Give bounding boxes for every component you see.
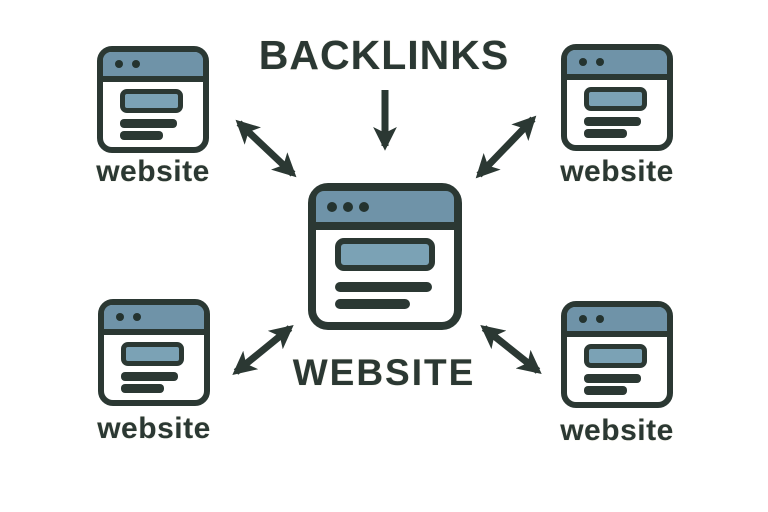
window-dot-icon — [596, 315, 604, 323]
satellite-label-top-right: website — [560, 155, 674, 188]
satellite-browser-window-icon-bottom-right — [561, 301, 673, 408]
window-dot-icon — [327, 201, 337, 212]
text-line — [584, 374, 641, 383]
satellite-label-bottom-right: website — [560, 414, 674, 447]
browser-titlebar — [316, 191, 454, 230]
text-line — [584, 117, 641, 126]
satellite-label-bottom-left: website — [97, 412, 211, 445]
double-arrow-top-right — [475, 115, 537, 179]
content-panel — [584, 344, 647, 368]
browser-content — [316, 230, 454, 309]
browser-content — [103, 82, 203, 140]
text-line — [584, 386, 627, 395]
text-line — [121, 372, 178, 381]
window-dot-icon — [596, 58, 604, 66]
double-arrow-top-left — [235, 119, 297, 178]
browser-titlebar — [104, 305, 204, 335]
text-line — [335, 282, 432, 292]
satellite-browser-window-icon-top-left — [97, 46, 209, 153]
window-dot-icon — [115, 60, 123, 68]
browser-titlebar — [567, 50, 667, 80]
window-dot-icon — [116, 313, 124, 321]
satellite-browser-window-icon-top-right — [561, 44, 673, 151]
browser-titlebar — [567, 307, 667, 337]
browser-titlebar — [103, 52, 203, 82]
content-panel — [584, 87, 647, 111]
content-panel — [335, 238, 435, 271]
browser-content — [567, 337, 667, 395]
browser-content — [104, 335, 204, 393]
center-website-label: WEBSITE — [292, 352, 476, 393]
text-line — [120, 131, 163, 140]
window-dot-icon — [132, 60, 140, 68]
double-arrow-bottom-left — [232, 324, 294, 376]
satellite-label-top-left: website — [96, 155, 210, 188]
window-dot-icon — [579, 315, 587, 323]
window-dot-icon — [359, 201, 369, 212]
content-panel — [121, 342, 184, 366]
diagram-title: BACKLINKS — [258, 32, 510, 78]
browser-content — [567, 80, 667, 138]
satellite-browser-window-icon-bottom-left — [98, 299, 210, 406]
window-dot-icon — [133, 313, 141, 321]
text-line — [584, 129, 627, 138]
content-panel — [120, 89, 183, 113]
window-dot-icon — [579, 58, 587, 66]
double-arrow-bottom-right — [480, 325, 542, 374]
text-line — [121, 384, 164, 393]
text-line — [120, 119, 177, 128]
center-browser-window-icon — [308, 183, 462, 330]
window-dot-icon — [343, 201, 353, 212]
text-line — [335, 299, 410, 309]
